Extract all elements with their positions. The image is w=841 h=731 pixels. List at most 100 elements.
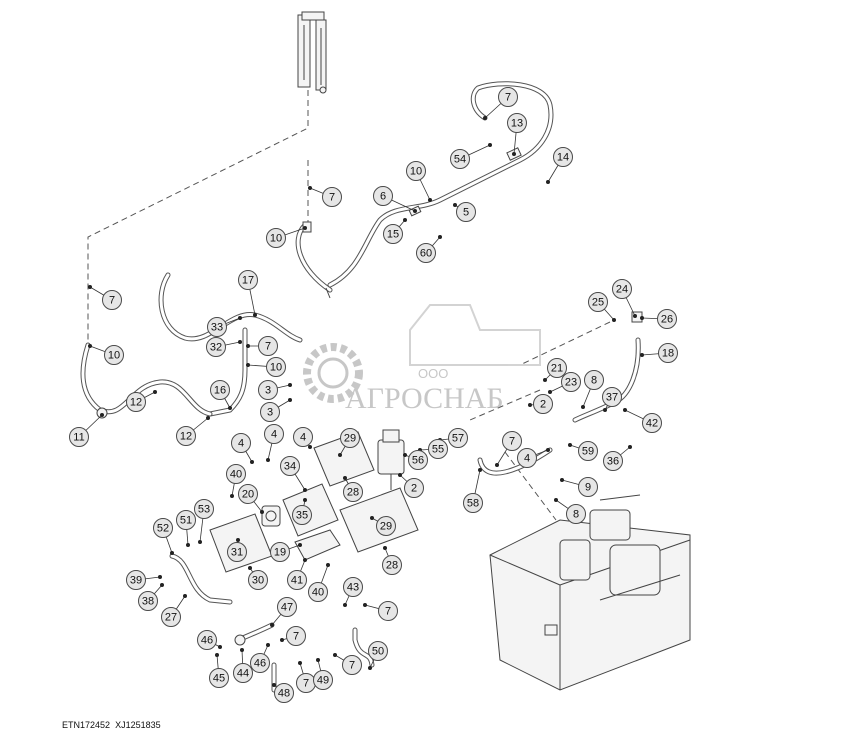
callout-19[interactable]: 19 [270, 542, 290, 562]
callout-bubble [383, 224, 403, 244]
callout-5[interactable]: 5 [456, 202, 476, 222]
callout-10[interactable]: 10 [104, 345, 124, 365]
callout-43[interactable]: 43 [343, 577, 363, 597]
callout-32[interactable]: 32 [206, 337, 226, 357]
fastener-dot [303, 498, 307, 502]
callout-57[interactable]: 57 [448, 428, 468, 448]
callout-59[interactable]: 59 [578, 441, 598, 461]
callout-7[interactable]: 7 [498, 87, 518, 107]
callout-7[interactable]: 7 [102, 290, 122, 310]
callout-label: 8 [573, 509, 579, 521]
callout-56[interactable]: 56 [408, 450, 428, 470]
callout-4[interactable]: 4 [293, 427, 313, 447]
callout-4[interactable]: 4 [264, 424, 284, 444]
callout-33[interactable]: 33 [207, 317, 227, 337]
callout-12[interactable]: 12 [176, 426, 196, 446]
callout-7[interactable]: 7 [322, 187, 342, 207]
callout-15[interactable]: 15 [383, 224, 403, 244]
callout-55[interactable]: 55 [428, 439, 448, 459]
callout-10[interactable]: 10 [266, 228, 286, 248]
callout-16[interactable]: 16 [210, 380, 230, 400]
callout-11[interactable]: 11 [69, 427, 89, 447]
callout-21[interactable]: 21 [547, 358, 567, 378]
callout-7[interactable]: 7 [378, 601, 398, 621]
callout-17[interactable]: 17 [238, 270, 258, 290]
fastener-dot [160, 583, 164, 587]
callout-27[interactable]: 27 [161, 607, 181, 627]
callout-40[interactable]: 40 [308, 582, 328, 602]
callout-50[interactable]: 50 [368, 641, 388, 661]
callout-label: 4 [238, 438, 244, 450]
callout-58[interactable]: 58 [463, 493, 483, 513]
callout-7[interactable]: 7 [502, 431, 522, 451]
callout-label: 56 [412, 455, 424, 467]
callout-38[interactable]: 38 [138, 591, 158, 611]
callout-29[interactable]: 29 [376, 516, 396, 536]
callout-54[interactable]: 54 [450, 149, 470, 169]
callout-53[interactable]: 53 [194, 499, 214, 519]
callout-label: 43 [347, 582, 359, 594]
callout-28[interactable]: 28 [382, 555, 402, 575]
callout-37[interactable]: 37 [602, 387, 622, 407]
callout-8[interactable]: 8 [566, 504, 586, 524]
fastener-dot [368, 666, 372, 670]
callout-29[interactable]: 29 [340, 428, 360, 448]
callout-26[interactable]: 26 [657, 309, 677, 329]
callout-label: 16 [214, 385, 226, 397]
callout-18[interactable]: 18 [658, 343, 678, 363]
callout-41[interactable]: 41 [287, 570, 307, 590]
callout-60[interactable]: 60 [416, 243, 436, 263]
callout-4[interactable]: 4 [517, 448, 537, 468]
callout-24[interactable]: 24 [612, 279, 632, 299]
callout-28[interactable]: 28 [343, 482, 363, 502]
callout-bubble [292, 505, 312, 525]
callout-13[interactable]: 13 [507, 113, 527, 133]
callout-bubble [642, 413, 662, 433]
callout-bubble [227, 542, 247, 562]
callout-7[interactable]: 7 [342, 655, 362, 675]
callout-36[interactable]: 36 [603, 451, 623, 471]
callout-39[interactable]: 39 [126, 570, 146, 590]
callout-label: 41 [291, 575, 303, 587]
callout-14[interactable]: 14 [553, 147, 573, 167]
callout-3[interactable]: 3 [260, 402, 280, 422]
callout-46[interactable]: 46 [197, 630, 217, 650]
callout-bubble [197, 630, 217, 650]
footer-code-2: XJ1251835 [115, 720, 161, 730]
callout-47[interactable]: 47 [277, 597, 297, 617]
callout-7[interactable]: 7 [286, 626, 306, 646]
callout-48[interactable]: 48 [274, 683, 294, 703]
callout-49[interactable]: 49 [313, 670, 333, 690]
callout-12[interactable]: 12 [126, 392, 146, 412]
callout-42[interactable]: 42 [642, 413, 662, 433]
callout-45[interactable]: 45 [209, 668, 229, 688]
callout-34[interactable]: 34 [280, 456, 300, 476]
callout-3[interactable]: 3 [258, 380, 278, 400]
callout-7[interactable]: 7 [258, 336, 278, 356]
callout-2[interactable]: 2 [404, 478, 424, 498]
callout-25[interactable]: 25 [588, 292, 608, 312]
callout-44[interactable]: 44 [233, 663, 253, 683]
callout-46[interactable]: 46 [250, 653, 270, 673]
callout-40[interactable]: 40 [226, 464, 246, 484]
callout-4[interactable]: 4 [231, 433, 251, 453]
fastener-dot [326, 563, 330, 567]
callout-10[interactable]: 10 [406, 161, 426, 181]
callout-10[interactable]: 10 [266, 357, 286, 377]
callout-30[interactable]: 30 [248, 570, 268, 590]
callout-23[interactable]: 23 [561, 372, 581, 392]
callout-7[interactable]: 7 [296, 673, 316, 693]
callout-20[interactable]: 20 [238, 484, 258, 504]
footer-codes: ETN172452 XJ1251835 [62, 720, 161, 730]
callout-35[interactable]: 35 [292, 505, 312, 525]
callout-31[interactable]: 31 [227, 542, 247, 562]
callout-52[interactable]: 52 [153, 518, 173, 538]
callout-bubble [286, 626, 306, 646]
callout-8[interactable]: 8 [584, 370, 604, 390]
callout-9[interactable]: 9 [578, 477, 598, 497]
fastener-dot [546, 448, 550, 452]
callout-51[interactable]: 51 [176, 510, 196, 530]
fastener-dot [253, 313, 257, 317]
callout-6[interactable]: 6 [373, 186, 393, 206]
callout-2[interactable]: 2 [533, 394, 553, 414]
